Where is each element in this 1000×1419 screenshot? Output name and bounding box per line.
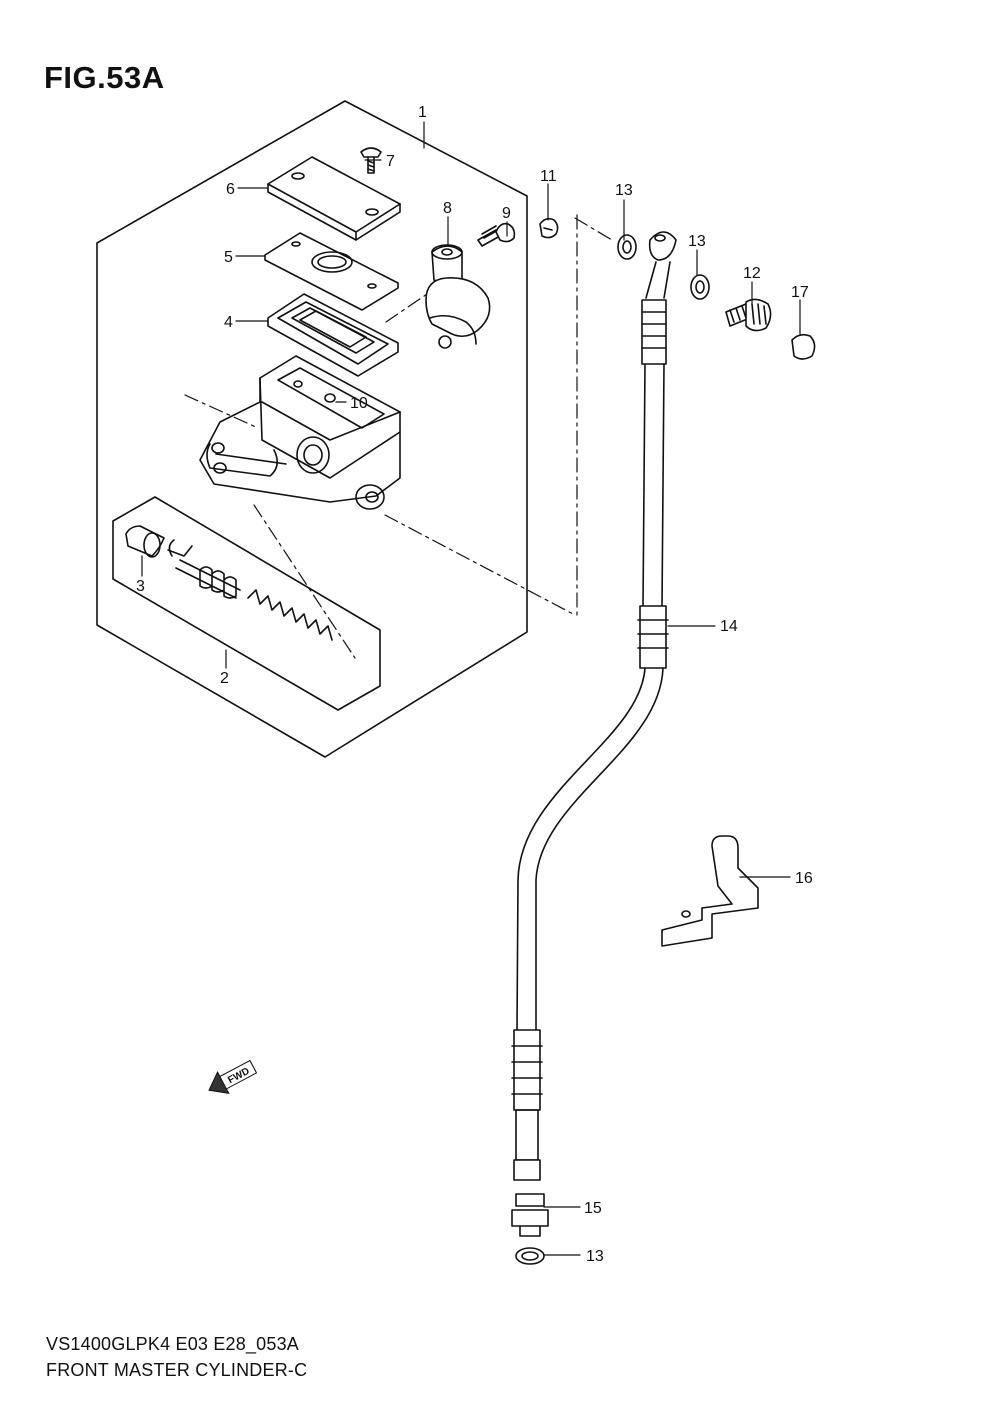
fwd-label: FWD: [226, 1066, 251, 1086]
callout-17: 17: [791, 284, 809, 301]
washer-part-13-upper: [617, 234, 637, 260]
callout-1: 1: [418, 104, 427, 121]
forward-arrow-icon: FWD: [208, 1059, 258, 1094]
brake-hose-part-14: [511, 231, 677, 1181]
nut-part-11: [539, 217, 559, 239]
assembly-outline: [96, 100, 528, 758]
callout-9: 9: [502, 205, 511, 222]
bleeder-part-12: [725, 298, 772, 332]
piston-part-3: [125, 525, 241, 599]
callout-6: 6: [226, 181, 235, 198]
callout-12: 12: [743, 265, 761, 282]
callout-14: 14: [720, 618, 738, 635]
callout-10: 10: [350, 395, 368, 412]
callout-11: 11: [540, 168, 557, 185]
callout-13-upper: 13: [615, 182, 633, 199]
bracket-part-16: [661, 835, 759, 947]
diagram-name: FRONT MASTER CYLINDER-C: [46, 1360, 308, 1380]
washer-part-13-lower: [515, 1247, 545, 1265]
washer-part-13-upper-inner: [622, 240, 632, 254]
callout-8: 8: [443, 200, 452, 217]
callout-15: 15: [584, 1200, 602, 1217]
washer-part-13-lower-inner: [521, 1251, 539, 1261]
bolt-part-9: [477, 222, 516, 247]
callout-7: 7: [386, 153, 395, 170]
washer-part-13-middle: [690, 274, 710, 300]
callout-13-middle: 13: [688, 233, 706, 250]
callout-4: 4: [224, 314, 233, 331]
model-code: VS1400GLPK4 E03 E28_053A: [46, 1334, 299, 1354]
clamp-part-8: [425, 244, 491, 349]
callout-5: 5: [224, 249, 233, 266]
callout-3: 3: [136, 578, 145, 595]
figure-title: FIG.53A: [44, 60, 165, 95]
callout-13-lower: 13: [586, 1248, 604, 1265]
screw-part-7: [360, 147, 382, 174]
reservoir-cap-part-6: [267, 156, 401, 241]
spring: [247, 589, 333, 641]
cap-part-17: [791, 333, 816, 360]
diaphragm-plate-part-5: [264, 232, 399, 311]
washer-part-13-middle-inner: [695, 280, 705, 294]
diaphragm-part-4: [267, 293, 399, 377]
union-bolt-part-15: [511, 1193, 549, 1237]
callout-2: 2: [220, 670, 229, 687]
callout-16: 16: [795, 870, 813, 887]
piston-kit-outline: [112, 496, 381, 711]
master-cylinder-body: [199, 355, 401, 510]
